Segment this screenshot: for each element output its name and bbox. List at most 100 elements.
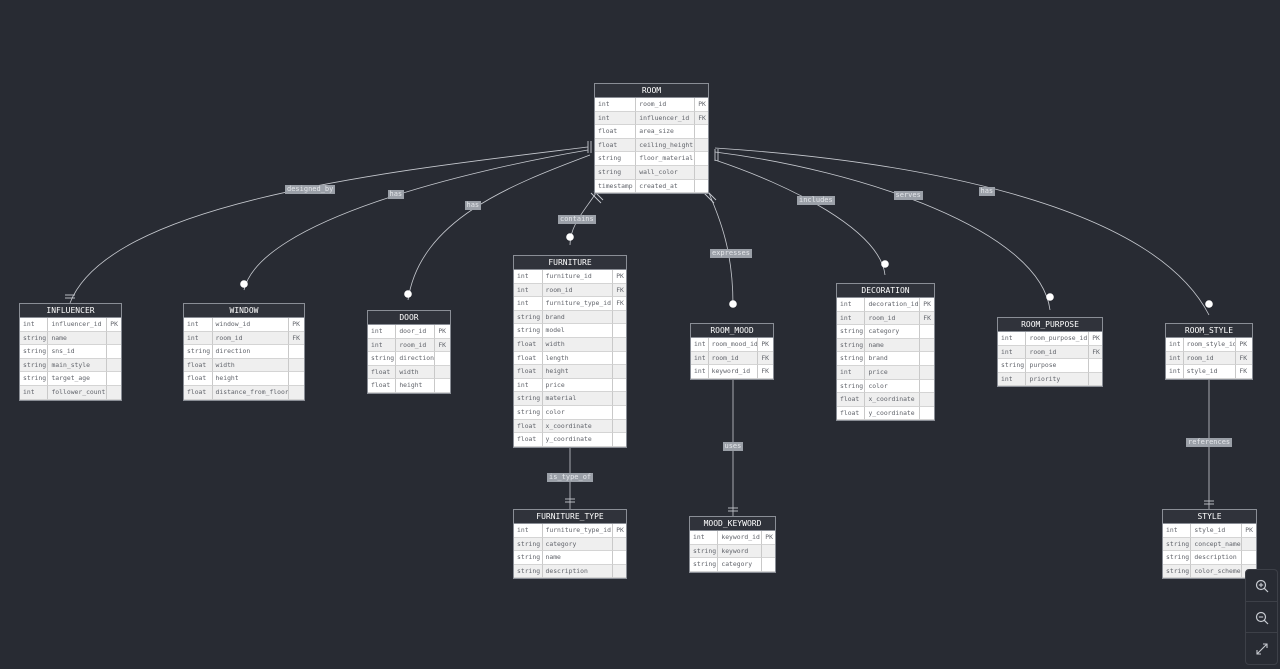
attr-key — [920, 339, 934, 353]
attr-type: int — [691, 365, 709, 379]
attr-type: string — [20, 345, 49, 359]
attr-name: category — [542, 537, 614, 552]
attr-type: string — [514, 564, 543, 579]
attr-key — [762, 545, 775, 559]
entity-title: ROOM_MOOD — [691, 324, 773, 338]
attr-type: int — [514, 283, 543, 298]
optional-marker — [1046, 293, 1054, 301]
attr-name: model — [542, 324, 614, 338]
attr-key — [1242, 551, 1256, 565]
relationship-line — [714, 159, 886, 276]
attr-type: int — [1163, 524, 1192, 538]
attr-name: room_id — [212, 331, 290, 346]
attr-key — [762, 558, 775, 572]
attr-key: FK — [613, 297, 626, 311]
attr-type: string — [837, 352, 866, 366]
attr-key — [920, 366, 934, 380]
attr-type: int — [514, 378, 543, 393]
attr-name: height — [396, 379, 436, 393]
attr-name: brand — [865, 352, 921, 366]
attr-type: string — [20, 331, 49, 346]
zoom-in-button[interactable] — [1246, 570, 1277, 601]
attr-key — [613, 392, 626, 406]
attr-type: float — [514, 433, 543, 447]
entity-title: FURNITURE_TYPE — [514, 510, 626, 524]
attr-name: main_style — [48, 358, 108, 373]
relationship-label: contains — [558, 215, 596, 224]
attr-name: room_style_id — [1183, 338, 1237, 352]
attr-name: room_id — [636, 98, 696, 112]
attr-name: purpose — [1026, 359, 1090, 373]
attr-type: string — [514, 310, 543, 325]
attr-key — [920, 380, 934, 394]
entity-title: ROOM — [595, 84, 708, 98]
attr-type: string — [837, 325, 866, 339]
attr-name: brand — [542, 310, 614, 325]
attr-type: int — [837, 365, 866, 380]
attr-type: string — [514, 324, 543, 338]
attr-key — [107, 345, 121, 359]
attr-name: ceiling_height — [636, 138, 696, 153]
attr-key: PK — [920, 298, 934, 312]
attr-name: height — [542, 365, 614, 379]
attr-key — [289, 359, 304, 373]
entity-title: INFLUENCER — [20, 304, 121, 318]
attr-name: room_id — [1183, 351, 1237, 366]
attr-name: color_scheme — [1191, 564, 1243, 579]
attr-type: int — [184, 331, 213, 346]
attr-type: string — [368, 352, 397, 366]
fit-screen-button[interactable] — [1246, 632, 1277, 664]
attr-name: concept_name — [1191, 537, 1243, 552]
one-marker — [703, 192, 715, 204]
attr-type: string — [690, 544, 719, 559]
entity-title: DOOR — [368, 311, 450, 325]
attr-type: int — [595, 111, 637, 126]
attr-key — [107, 332, 121, 346]
entity-title: ROOM_PURPOSE — [998, 318, 1102, 332]
attr-key — [613, 379, 626, 393]
attr-name: direction — [396, 352, 436, 366]
relationship-label: has — [387, 190, 405, 199]
attr-key: FK — [920, 312, 934, 326]
relationship-line — [243, 149, 589, 291]
attr-key — [435, 366, 450, 380]
attr-type: int — [514, 297, 543, 311]
attr-type: string — [1163, 564, 1192, 579]
attr-key: PK — [613, 270, 626, 284]
zoom-out-button[interactable] — [1246, 601, 1277, 633]
attr-type: string — [595, 152, 637, 166]
attr-name: width — [212, 358, 290, 373]
